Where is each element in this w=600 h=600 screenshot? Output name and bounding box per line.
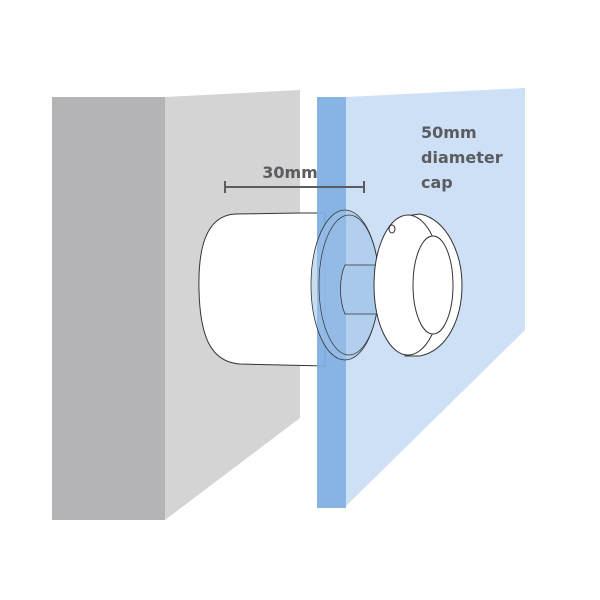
standoff-barrel — [198, 212, 326, 367]
wall-front-face — [52, 97, 165, 520]
cap-diameter-label-line3: cap — [421, 173, 453, 192]
cap-diameter-label-line1: 50mm — [421, 123, 477, 142]
grub-screw-hole-icon — [388, 224, 396, 234]
cap-recess — [412, 235, 454, 335]
shaft — [340, 264, 379, 315]
dimension-line — [224, 181, 365, 193]
standoff-length-label: 30mm — [262, 163, 318, 182]
cap-diameter-label-line2: diameter — [421, 148, 503, 167]
